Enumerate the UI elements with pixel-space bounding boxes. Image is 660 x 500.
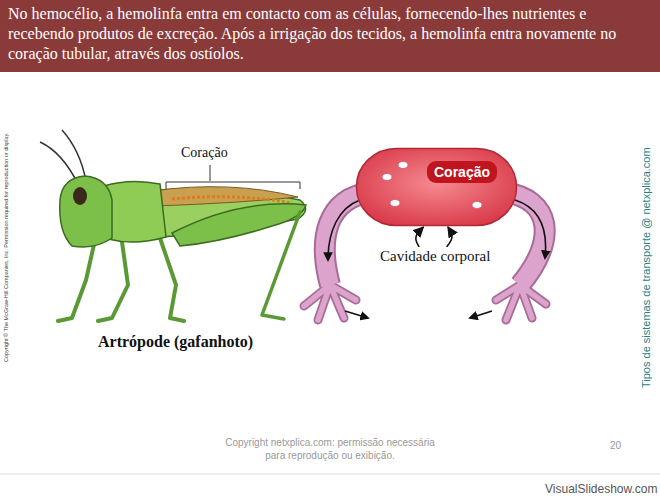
middle-leg bbox=[160, 238, 184, 321]
ostium bbox=[472, 202, 482, 209]
vessel-branches bbox=[304, 285, 356, 320]
dorsal-heart bbox=[172, 197, 292, 203]
hind-tibia bbox=[262, 212, 300, 319]
page-number: 20 bbox=[610, 440, 621, 451]
eye bbox=[73, 187, 87, 205]
region-label: Cavidade corporal bbox=[378, 247, 492, 266]
flow-arrow bbox=[515, 200, 546, 258]
heart-outline bbox=[355, 147, 518, 227]
antenna bbox=[62, 130, 86, 181]
figure-caption: Artrópode (gafanhoto) bbox=[98, 333, 253, 351]
vessel-branches bbox=[496, 285, 546, 320]
ostium bbox=[390, 200, 400, 207]
ostium bbox=[398, 162, 408, 169]
slide-title: No hemocélio, a hemolinfa entra em conta… bbox=[0, 0, 656, 64]
ostium bbox=[382, 174, 392, 181]
heart-chamber: Coração bbox=[355, 147, 518, 227]
flow-arrow bbox=[447, 227, 452, 247]
side-watermark: Tipos de sistemas de transporte @ netxpl… bbox=[640, 147, 652, 388]
front-leg bbox=[58, 240, 95, 321]
flow-arrow bbox=[470, 311, 492, 318]
hind-femur bbox=[172, 204, 306, 246]
wing bbox=[152, 187, 298, 206]
footer-copyright: Copyright netxplica.com: permissão neces… bbox=[225, 436, 435, 462]
body-cavity: Cavidade corporal bbox=[378, 247, 492, 266]
vessel-branches bbox=[496, 285, 546, 320]
flow-arrow bbox=[328, 200, 360, 260]
flow-arrow bbox=[345, 311, 368, 318]
front-leg bbox=[98, 242, 128, 321]
title-band: No hemocélio, a hemolinfa entra em conta… bbox=[0, 0, 660, 72]
watermark: VisualSlideshow.com bbox=[545, 482, 658, 496]
part-label: Coração bbox=[181, 145, 228, 161]
vessel-branches bbox=[304, 285, 356, 320]
bracket bbox=[166, 182, 300, 189]
flow-arrow bbox=[416, 227, 424, 247]
slide-border bbox=[0, 474, 660, 475]
heart-label: Coração bbox=[427, 161, 497, 183]
pronotum bbox=[104, 181, 166, 242]
antenna bbox=[40, 142, 78, 184]
leader-line bbox=[210, 165, 211, 181]
grasshopper bbox=[40, 130, 306, 321]
copyright-note: Copyright © The McGraw-Hill Companies, I… bbox=[3, 133, 9, 362]
heart-body bbox=[357, 149, 517, 226]
head bbox=[60, 176, 112, 247]
